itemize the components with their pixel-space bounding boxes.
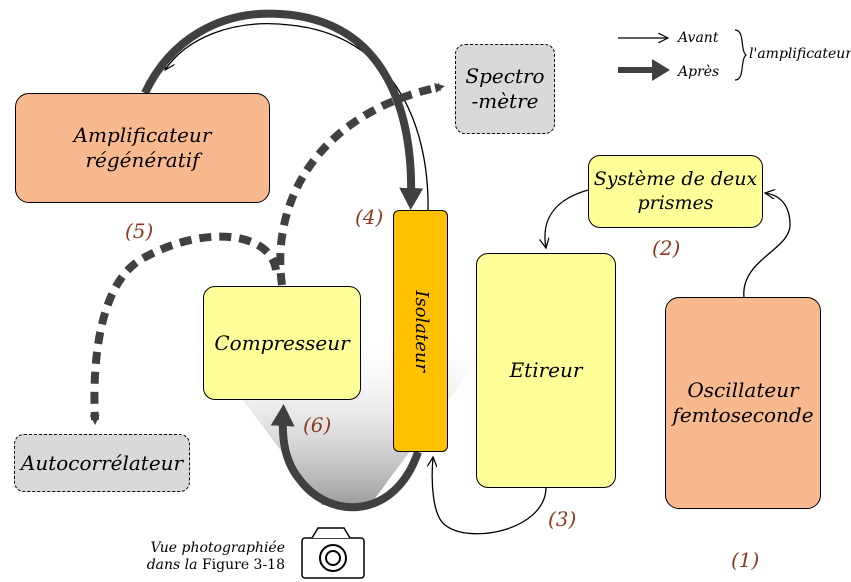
legend-amplificateur-label: l'amplificateur bbox=[749, 46, 851, 62]
systeme-label-line2: prismes bbox=[637, 191, 714, 214]
beam-compresseur-to-autocorrelateur bbox=[89, 232, 280, 425]
beam-avant-to-amplificateur bbox=[165, 23, 429, 214]
compresseur-box: Compresseur bbox=[203, 286, 361, 400]
step-label-3: (3) bbox=[548, 507, 577, 531]
beam-etireur-to-isolateur bbox=[432, 457, 547, 535]
step-label-4: (4) bbox=[355, 205, 384, 229]
beam-compresseur-to-spectrometre bbox=[276, 83, 445, 286]
oscillateur-label-line1: Oscillateur bbox=[687, 378, 799, 402]
step-label-2: (2) bbox=[652, 236, 681, 260]
spectrometre-box: Spectro -mètre bbox=[455, 44, 555, 134]
beam-isolateur-to-compresseur bbox=[270, 404, 422, 512]
systeme-prismes-box: Système de deux prismes bbox=[588, 155, 763, 228]
camera-caption-line1: Vue photographiée bbox=[150, 540, 285, 556]
beam-systeme-to-etireur bbox=[545, 189, 589, 248]
amplificateur-label: Amplificateur régénératif bbox=[73, 123, 212, 172]
etireur-box: Etireur bbox=[476, 253, 616, 488]
autocorrelateur-box: Autocorrélateur bbox=[14, 434, 190, 492]
amplificateur-regeneratif-box: Amplificateur régénératif bbox=[15, 93, 270, 203]
camera-caption-line2: dans la Figure 3-18 bbox=[120, 557, 285, 574]
beam-oscillateur-to-systeme bbox=[743, 193, 791, 299]
camera-caption: Vue photographiée dans la Figure 3-18 bbox=[120, 540, 285, 574]
oscillateur-label-line2: femtoseconde bbox=[672, 403, 814, 427]
spectrometre-label-line1: Spectro bbox=[465, 64, 545, 88]
camera-caption-line2-italic: dans la bbox=[146, 556, 198, 573]
beam-apres-to-isolateur bbox=[141, 9, 424, 210]
spectrometre-label-line2: -mètre bbox=[471, 89, 539, 113]
legend-apres-label: Après bbox=[678, 64, 720, 80]
isolateur-box: Isolateur bbox=[393, 210, 448, 452]
step-label-6: (6) bbox=[303, 413, 332, 437]
step-label-1: (1) bbox=[731, 548, 760, 572]
step-label-5: (5) bbox=[125, 219, 154, 243]
oscillateur-femtoseconde-box: Oscillateur femtoseconde bbox=[665, 297, 821, 509]
autocorrelateur-label: Autocorrélateur bbox=[20, 450, 184, 475]
camera-caption-figure-ref: Figure 3-18 bbox=[197, 556, 285, 573]
legend-avant-label: Avant bbox=[678, 30, 719, 46]
systeme-label-line1: Système de deux bbox=[593, 167, 758, 190]
camera-icon bbox=[301, 527, 365, 579]
compresseur-label: Compresseur bbox=[214, 330, 350, 355]
isolateur-label: Isolateur bbox=[410, 290, 432, 372]
etireur-label: Etireur bbox=[509, 358, 583, 382]
legend-apres-arrow bbox=[618, 59, 670, 81]
legend-brace bbox=[734, 29, 747, 81]
